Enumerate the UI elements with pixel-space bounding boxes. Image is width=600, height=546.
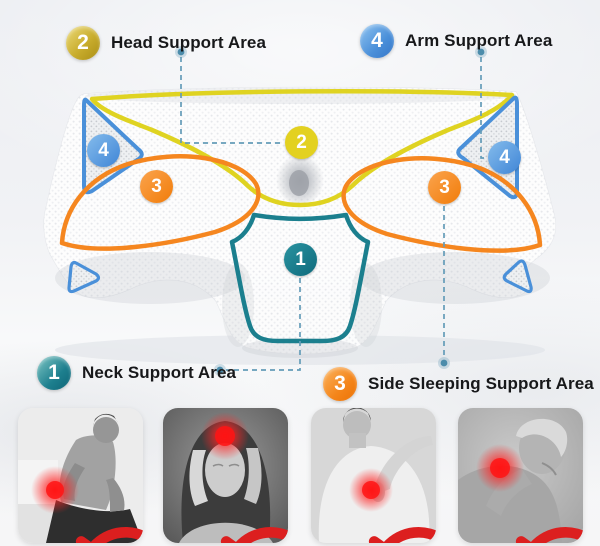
label-text-side: Side Sleeping Support Area	[368, 374, 594, 393]
label-badge-head: 2	[66, 26, 100, 60]
photo-headache	[163, 408, 288, 543]
pillow-badge-side-right: 3	[428, 171, 461, 204]
callout-connectors	[180, 57, 487, 371]
neck-pain-illustration	[458, 408, 583, 543]
label-arm-support: 4 Arm Support Area	[360, 24, 552, 58]
side-area-left	[59, 154, 261, 251]
photo-shoulder-pain	[311, 408, 436, 543]
pillow-badge-arm-left: 4	[87, 134, 120, 167]
corner-triangle-bottom-right	[502, 259, 533, 294]
pillow-badge-side-left: 3	[140, 170, 173, 203]
prohibited-icon	[368, 524, 436, 543]
head-area-outline	[89, 88, 515, 208]
connector-arm	[480, 57, 487, 159]
photo-lower-back-pain	[18, 408, 143, 543]
pillow-dimple	[276, 151, 324, 205]
label-head-support: 2 Head Support Area	[66, 26, 266, 60]
prohibited-icon	[75, 524, 143, 543]
pillow-badge-arm-right: 4	[488, 141, 521, 174]
pillow-badge-head: 2	[285, 126, 318, 159]
connector-head	[180, 57, 283, 144]
pillow-badge-neck: 1	[284, 243, 317, 276]
shoulder-pain-illustration	[311, 408, 436, 543]
prohibited-icon	[515, 524, 583, 543]
photo-neck-pain	[458, 408, 583, 543]
label-side-sleeping-support: 3 Side Sleeping Support Area	[323, 367, 594, 401]
connector-dots	[175, 46, 487, 376]
side-area-right	[341, 156, 543, 253]
label-text-arm: Arm Support Area	[405, 31, 553, 50]
connector-neck	[226, 278, 301, 371]
label-badge-neck: 1	[37, 356, 71, 390]
neck-area-outline	[229, 212, 371, 344]
corner-triangle-bottom-left	[67, 260, 101, 294]
label-text-head: Head Support Area	[111, 33, 267, 52]
label-neck-support: 1 Neck Support Area	[37, 356, 236, 390]
side-area-outlines	[59, 154, 543, 253]
prohibited-icon	[220, 524, 288, 543]
label-badge-side: 3	[323, 367, 357, 401]
label-badge-arm: 4	[360, 24, 394, 58]
headache-illustration	[163, 408, 288, 543]
label-text-neck: Neck Support Area	[82, 363, 237, 382]
